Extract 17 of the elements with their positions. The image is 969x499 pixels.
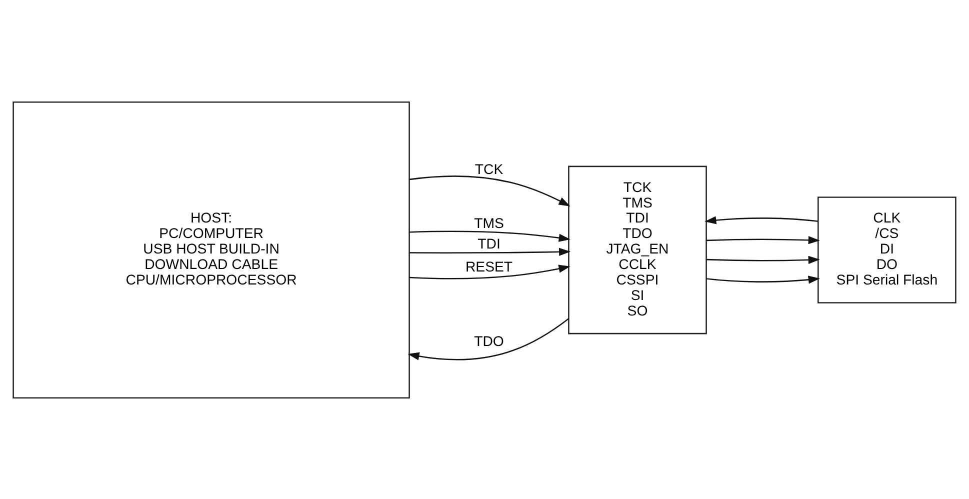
arrow bbox=[408, 318, 570, 360]
edge-label: TDO bbox=[474, 332, 504, 349]
edge-label: TMS bbox=[474, 214, 504, 230]
arrow bbox=[706, 275, 820, 284]
edge-label: TDI bbox=[478, 234, 500, 251]
arrow bbox=[410, 247, 571, 256]
node-box: CLK /CS DI DO SPI Serial Flash bbox=[818, 196, 956, 303]
arrow bbox=[706, 255, 820, 264]
node-box: TCK TMS TDI TDO JTAG_EN CCLK CSSPI SI SO bbox=[568, 165, 707, 334]
arrow bbox=[704, 216, 818, 224]
arrow bbox=[410, 175, 570, 206]
arrow bbox=[410, 230, 570, 242]
edge-label: TCK bbox=[474, 160, 504, 176]
node-box: HOST: PC/COMPUTER USB HOST BUILD-IN DOWNLOAD CABLE CPU/MICROPROCESSOR bbox=[12, 101, 410, 398]
edge-label: RESET bbox=[465, 258, 513, 274]
arrow bbox=[409, 264, 570, 279]
arrow bbox=[706, 236, 820, 244]
